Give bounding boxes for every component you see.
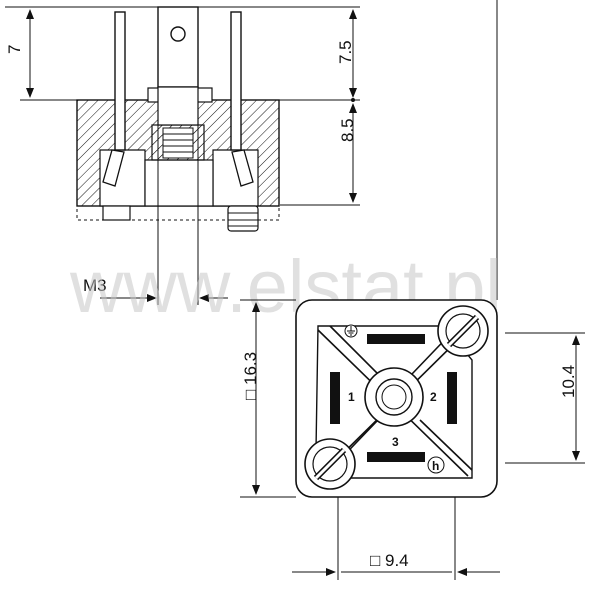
contact-1: [330, 372, 340, 424]
thread-label: M3: [83, 276, 107, 295]
center-pin: [157, 6, 199, 88]
front-view: □ 16.3 10.4 □ 9.4 1 2 3: [240, 299, 585, 580]
right-pin: [230, 11, 242, 151]
dim-10-4-label: 10.4: [559, 365, 578, 398]
dim-7-label: 7: [5, 45, 24, 54]
pin-hole: [170, 26, 186, 42]
contact-2: [447, 372, 457, 424]
pin-3-label: 3: [392, 435, 399, 449]
h-symbol-icon: h: [427, 456, 445, 474]
ground-contact: [367, 334, 425, 344]
svg-text:h: h: [432, 459, 439, 473]
dim-16-3-label: □ 16.3: [241, 352, 260, 400]
ground-icon: [344, 324, 358, 338]
pin-1-label: 1: [348, 390, 355, 404]
screw-bottom-left-icon: [304, 438, 356, 490]
screw-top-right-icon: [437, 305, 489, 357]
dim-8-5-label: 8.5: [338, 118, 357, 142]
contact-3: [367, 452, 425, 462]
pin-2-label: 2: [430, 390, 437, 404]
side-view: 7 7.5 8.5: [5, 0, 498, 305]
dim-9-4-label: □ 9.4: [370, 551, 409, 570]
left-pin: [114, 11, 126, 151]
dim-7-5-label: 7.5: [336, 40, 355, 64]
